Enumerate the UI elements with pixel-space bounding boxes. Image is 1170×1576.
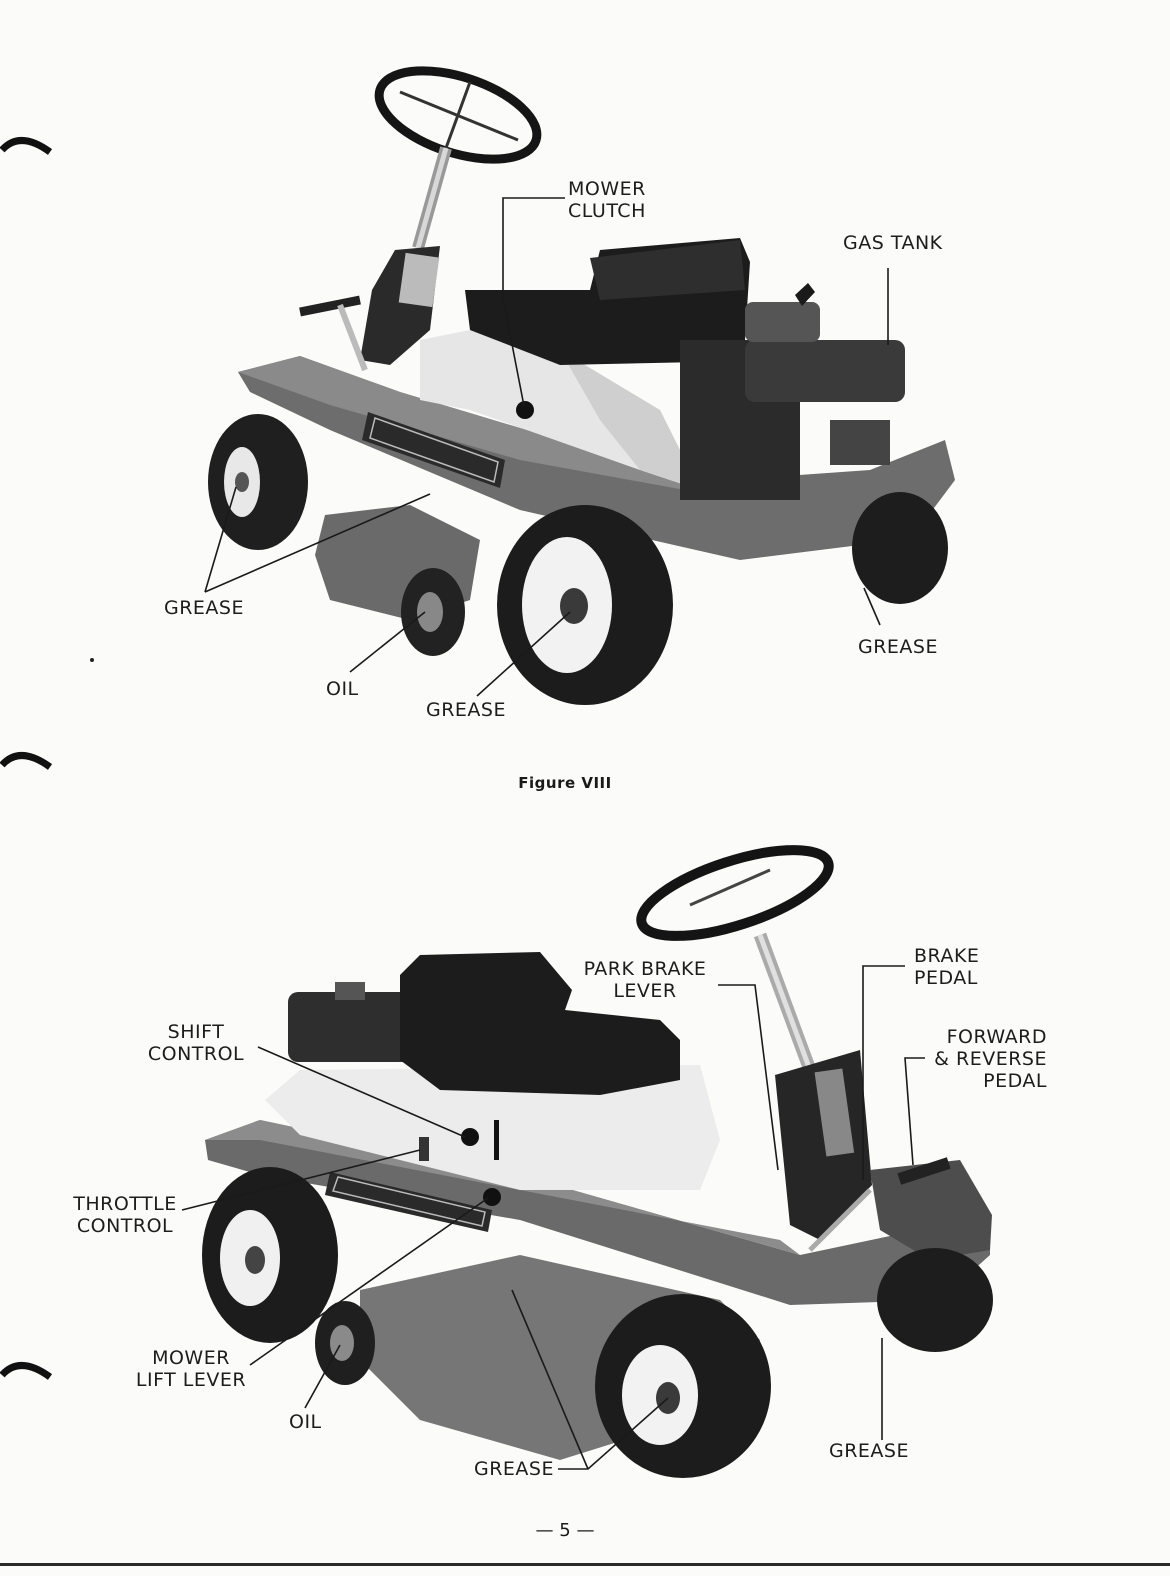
binder-mark-top	[2, 140, 50, 152]
label-brake-pedal-line1: BRAKE	[914, 945, 979, 967]
label-gas-tank: GAS TANK	[843, 232, 943, 254]
label-mower-clutch-line1: MOWER	[568, 178, 646, 200]
bottom-rule	[0, 1563, 1170, 1566]
label-grease-bottom: GREASE	[426, 699, 506, 721]
label-throttle-control-line2: CONTROL	[70, 1215, 180, 1237]
mower-figure-2	[182, 832, 993, 1478]
label-park-brake-lever: PARK BRAKE LEVER	[580, 958, 710, 1002]
label-shift-control-line1: SHIFT	[140, 1021, 252, 1043]
label-park-brake-lever-line2: LEVER	[580, 980, 710, 1002]
label-throttle-control: THROTTLE CONTROL	[70, 1193, 180, 1237]
label-grease-bottom-2: GREASE	[474, 1458, 554, 1480]
mower-figure-1	[205, 54, 955, 705]
label-mower-lift-lever-line1: MOWER	[134, 1347, 248, 1369]
label-forward-reverse-pedal-line3: PEDAL	[925, 1070, 1047, 1092]
label-brake-pedal-line2: PEDAL	[914, 967, 979, 989]
label-oil: OIL	[326, 678, 359, 700]
label-forward-reverse-pedal-line1: FORWARD	[925, 1026, 1047, 1048]
label-park-brake-lever-line1: PARK BRAKE	[580, 958, 710, 980]
label-mower-clutch: MOWER CLUTCH	[568, 178, 646, 222]
label-mower-clutch-line2: CLUTCH	[568, 200, 646, 222]
page-number: — 5 —	[0, 1520, 1130, 1541]
label-mower-lift-lever: MOWER LIFT LEVER	[134, 1347, 248, 1391]
label-mower-lift-lever-line2: LIFT LEVER	[134, 1369, 248, 1391]
label-shift-control-line2: CONTROL	[140, 1043, 252, 1065]
label-throttle-control-line1: THROTTLE	[70, 1193, 180, 1215]
figure-caption: Figure VIII	[0, 774, 1130, 792]
binder-mark-bottom	[2, 1365, 50, 1377]
label-oil-2: OIL	[289, 1411, 322, 1433]
label-brake-pedal: BRAKE PEDAL	[914, 945, 979, 989]
label-grease-right: GREASE	[858, 636, 938, 658]
label-forward-reverse-pedal: FORWARD & REVERSE PEDAL	[925, 1026, 1047, 1092]
binder-mark-middle	[2, 755, 50, 767]
label-shift-control: SHIFT CONTROL	[140, 1021, 252, 1065]
label-forward-reverse-pedal-line2: & REVERSE	[925, 1048, 1047, 1070]
label-grease-left: GREASE	[164, 597, 244, 619]
label-grease-right-2: GREASE	[829, 1440, 909, 1462]
